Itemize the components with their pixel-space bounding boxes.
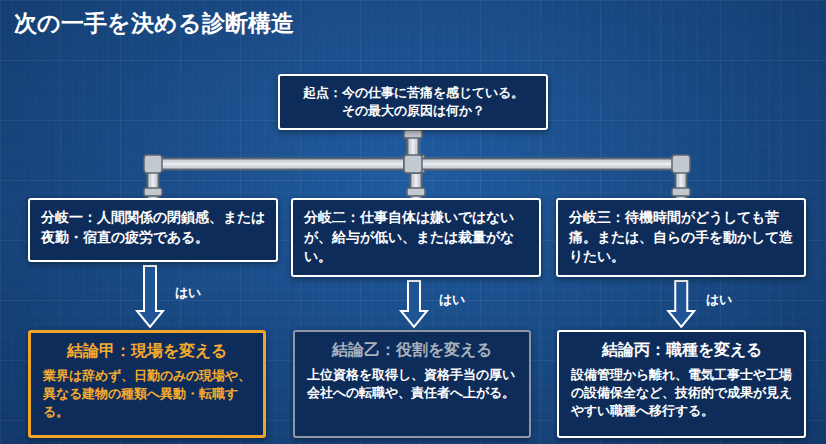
branch-box: 分岐二：仕事自体は嫌いではないが、給与が低い、または裁量がない。 (291, 198, 541, 277)
conclusion-box: 結論乙：役割を変える上位資格を取得し、資格手当の厚い会社への転職や、責任者へ上が… (293, 330, 531, 438)
box-heading: 分岐三：待機時間がどうしても苦痛。または、自らの手を動かして造りたい。 (569, 208, 793, 267)
connector (137, 266, 163, 327)
box-heading: 結論乙：役割を変える (307, 340, 517, 361)
edge-label: はい (173, 284, 203, 302)
diagram-title: 次の一手を決める診断構造 (14, 8, 294, 39)
box-heading: 分岐一：人間関係の閉鎖感、または夜勤・宿直の疲労である。 (41, 208, 265, 247)
box-heading: 分岐二：仕事自体は嫌いではないが、給与が低い、または裁量がない。 (304, 208, 528, 267)
connector (668, 281, 694, 327)
connector (404, 130, 690, 198)
box-heading: 結論丙：職種を変える (571, 340, 792, 361)
branch-box: 分岐三：待機時間がどうしても苦痛。または、自らの手を動かして造りたい。 (556, 198, 806, 277)
branch-box: 分岐一：人間関係の閉鎖感、または夜勤・宿直の疲労である。 (28, 198, 278, 262)
connector (401, 281, 427, 327)
box-heading: 結論甲：現場を変える (43, 341, 251, 362)
box-heading: 起点：今の仕事に苦痛を感じている。 その最大の原因は何か？ (299, 84, 527, 119)
conclusion-box: 結論甲：現場を変える業界は辞めず、日勤のみの現場や、異なる建物の種類へ異動・転職… (28, 330, 266, 438)
conclusion-box: 結論丙：職種を変える設備管理から離れ、電気工事士や工場の設備保全など、技術的で成… (557, 330, 806, 438)
box-body: 業界は辞めず、日勤のみの現場や、異なる建物の種類へ異動・転職する。 (43, 367, 251, 421)
start-box: 起点：今の仕事に苦痛を感じている。 その最大の原因は何か？ (278, 74, 548, 130)
box-body: 上位資格を取得し、資格手当の厚い会社への転職や、責任者へ上がる。 (307, 366, 517, 402)
connector (144, 130, 422, 198)
box-body: 設備管理から離れ、電気工事士や工場の設備保全など、技術的で成果が見えやすい職種へ… (571, 366, 792, 420)
edge-label: はい (437, 291, 467, 309)
edge-label: はい (704, 291, 734, 309)
